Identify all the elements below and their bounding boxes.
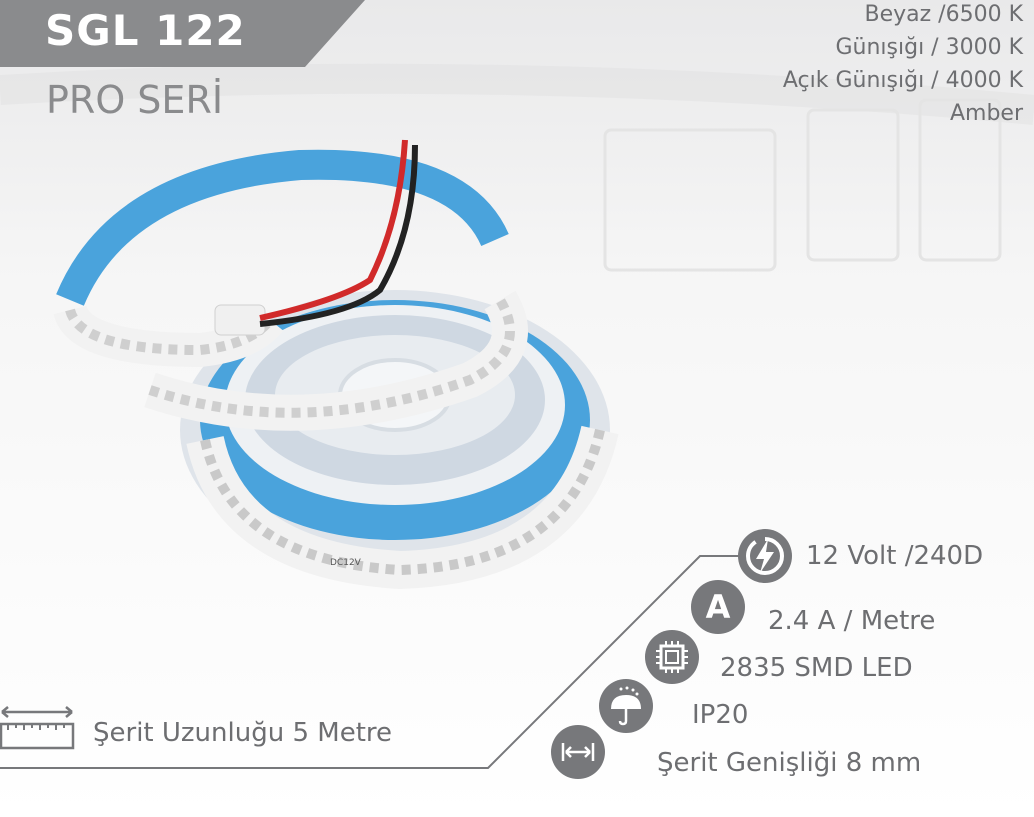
ruler-icon [0, 706, 75, 750]
spec-voltage: 12 Volt /240D [806, 541, 984, 571]
ampere-icon: A [691, 580, 745, 634]
spec-ip-rating: IP20 [692, 700, 749, 730]
color-option: Beyaz /6500 K [864, 2, 1024, 27]
color-option: Günışığı / 3000 K [835, 35, 1023, 60]
color-option: Açık Günışığı / 4000 K [782, 68, 1023, 93]
spec-strip-length: Şerit Uzunluğu 5 Metre [93, 718, 392, 748]
spec-led-type: 2835 SMD LED [720, 653, 913, 683]
chip-icon [645, 630, 699, 684]
svg-text:A: A [706, 588, 731, 626]
header-banner [0, 0, 365, 67]
product-title: SGL 122 [45, 6, 246, 55]
lightning-icon [738, 529, 792, 583]
strip-label: DC12V [330, 558, 362, 568]
width-arrows-icon [551, 725, 605, 779]
spec-strip-width: Şerit Genişliği 8 mm [657, 748, 922, 778]
product-series: PRO SERİ [46, 78, 224, 122]
umbrella-rain-icon [599, 679, 653, 733]
spec-current: 2.4 A / Metre [768, 606, 936, 636]
color-option: Amber [949, 101, 1023, 126]
